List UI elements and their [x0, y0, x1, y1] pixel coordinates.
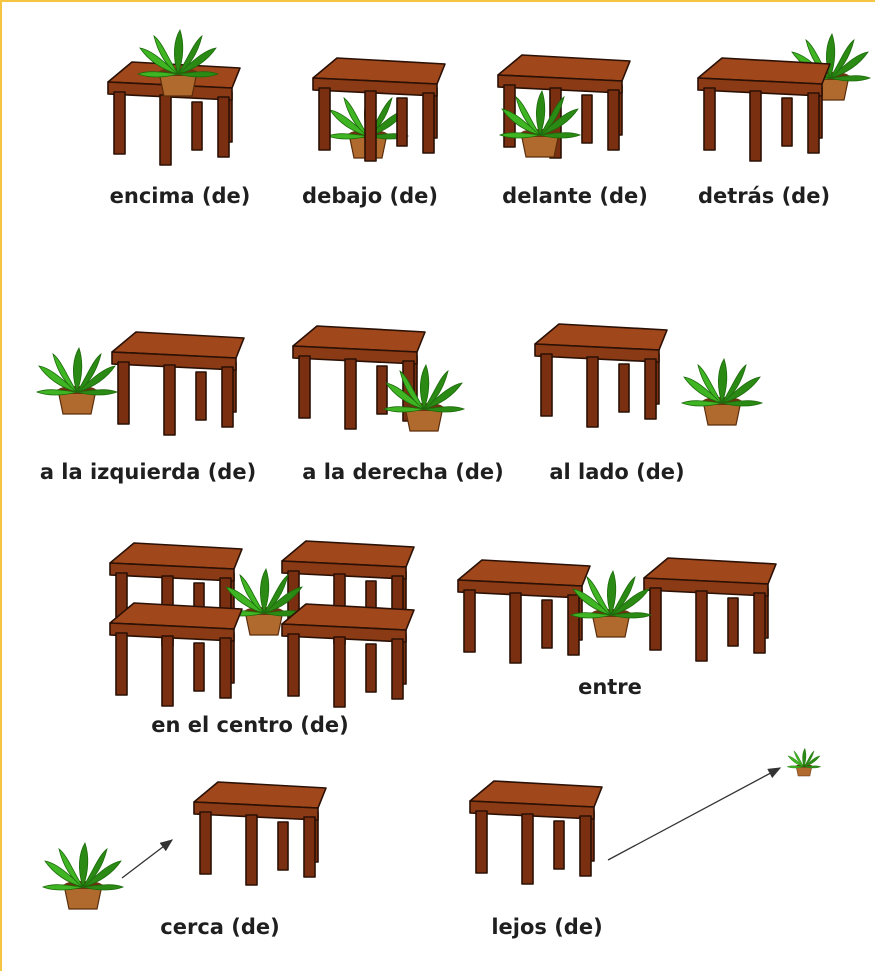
plant-cerca	[41, 842, 125, 910]
label-lejos: lejos (de)	[491, 915, 603, 939]
plant-lejos	[786, 747, 822, 777]
table-izquierda	[111, 331, 245, 436]
label-detras: detrás (de)	[697, 184, 831, 208]
label-derecha: a la derecha (de)	[302, 460, 504, 484]
plant-al-lado	[680, 358, 764, 426]
table-centro-bottom-right	[281, 603, 415, 708]
table-entre-left	[457, 559, 591, 664]
cerca-arrow	[121, 839, 174, 879]
table-delante	[497, 54, 631, 159]
table-debajo	[312, 57, 446, 162]
label-centro: en el centro (de)	[151, 713, 349, 737]
label-entre: entre	[578, 675, 642, 699]
plant-entre	[569, 570, 653, 638]
table-lejos	[469, 780, 603, 885]
plant-centro	[222, 568, 306, 636]
lejos-arrow	[607, 767, 782, 861]
label-cerca: cerca (de)	[160, 915, 280, 939]
table-derecha	[292, 325, 426, 430]
table-cerca	[193, 781, 327, 886]
table-centro-bottom-left	[109, 602, 243, 707]
table-entre-right	[643, 557, 777, 662]
label-encima: encima (de)	[109, 184, 251, 208]
label-al-lado: al lado (de)	[549, 460, 685, 484]
frame-left-border	[0, 0, 2, 971]
plant-encima	[136, 29, 220, 97]
label-izquierda: a la izquierda (de)	[39, 460, 257, 484]
table-detras	[697, 57, 831, 162]
plant-derecha	[382, 364, 466, 432]
frame-top-border	[0, 0, 875, 2]
plant-delante	[498, 90, 582, 158]
label-debajo: debajo (de)	[302, 184, 438, 208]
table-al-lado	[534, 323, 668, 428]
plant-izquierda	[35, 347, 119, 415]
label-delante: delante (de)	[502, 184, 648, 208]
